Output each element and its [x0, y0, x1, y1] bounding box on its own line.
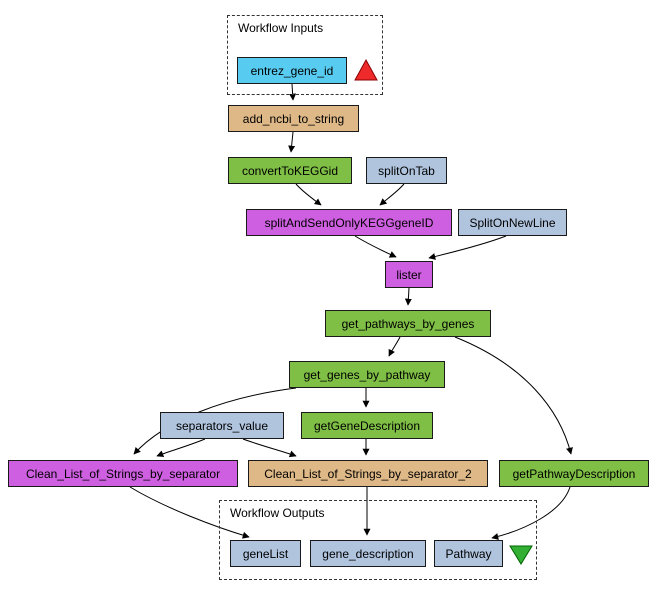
node-get-genes-by-pathway[interactable]: get_genes_by_pathway	[289, 361, 445, 388]
edge-separators_value-Clean_List_of_Strings_by_separator	[156, 438, 206, 458]
workflow-inputs-label: Workflow Inputs	[238, 21, 324, 35]
node-pathway-output[interactable]: Pathway	[434, 540, 503, 567]
edge-splitAndSendOnlyKEGGgeneID-lister	[354, 235, 397, 258]
node-get-pathways-by-genes[interactable]: get_pathways_by_genes	[325, 310, 491, 337]
node-gene-list-output[interactable]: geneList	[230, 540, 301, 567]
edge-add_ncbi_to_string-convertToKEGGid	[288, 131, 296, 153]
node-clean-list-of-strings-by-separator[interactable]: Clean_List_of_Strings_by_separator	[8, 460, 238, 487]
node-split-and-send-only-kegg-gene-id[interactable]: splitAndSendOnlyKEGGgeneID	[246, 209, 452, 236]
node-split-on-new-line[interactable]: SplitOnNewLine	[458, 209, 567, 236]
edge-SplitOnNewLine-lister	[428, 235, 507, 260]
node-get-pathway-description[interactable]: getPathwayDescription	[499, 460, 649, 487]
node-split-on-tab[interactable]: splitOnTab	[366, 157, 447, 184]
edge-separators_value-Clean_List_of_Strings_by_separator_2	[242, 438, 297, 458]
workflow-inputs-group	[227, 15, 383, 95]
workflow-outputs-group	[219, 500, 537, 580]
workflow-outputs-label: Workflow Outputs	[230, 506, 325, 520]
node-separators-value[interactable]: separators_value	[160, 412, 284, 439]
node-entrez-gene-id[interactable]: entrez_gene_id	[237, 57, 347, 84]
edge-convertToKEGGid-splitAndSendOnlyKEGGgeneID	[295, 183, 322, 206]
node-get-gene-description[interactable]: getGeneDescription	[301, 412, 433, 439]
edge-splitOnTab-splitAndSendOnlyKEGGgeneID	[379, 183, 405, 206]
node-add-ncbi-to-string[interactable]: add_ncbi_to_string	[228, 105, 359, 132]
node-lister[interactable]: lister	[385, 261, 433, 288]
node-clean-list-of-strings-by-separator-2[interactable]: Clean_List_of_Strings_by_separator_2	[248, 460, 488, 487]
workflow-input-marker-icon[interactable]	[353, 58, 379, 85]
workflow-output-marker-icon[interactable]	[508, 544, 534, 569]
node-gene-description-output[interactable]: gene_description	[310, 540, 426, 567]
node-convert-to-kegg-id[interactable]: convertToKEGGid	[228, 157, 352, 184]
edge-get_pathways_by_genes-get_genes_by_pathway	[388, 336, 401, 357]
edge-lister-get_pathways_by_genes	[404, 287, 412, 306]
edge-get_pathways_by_genes-getPathwayDescription	[454, 336, 573, 455]
